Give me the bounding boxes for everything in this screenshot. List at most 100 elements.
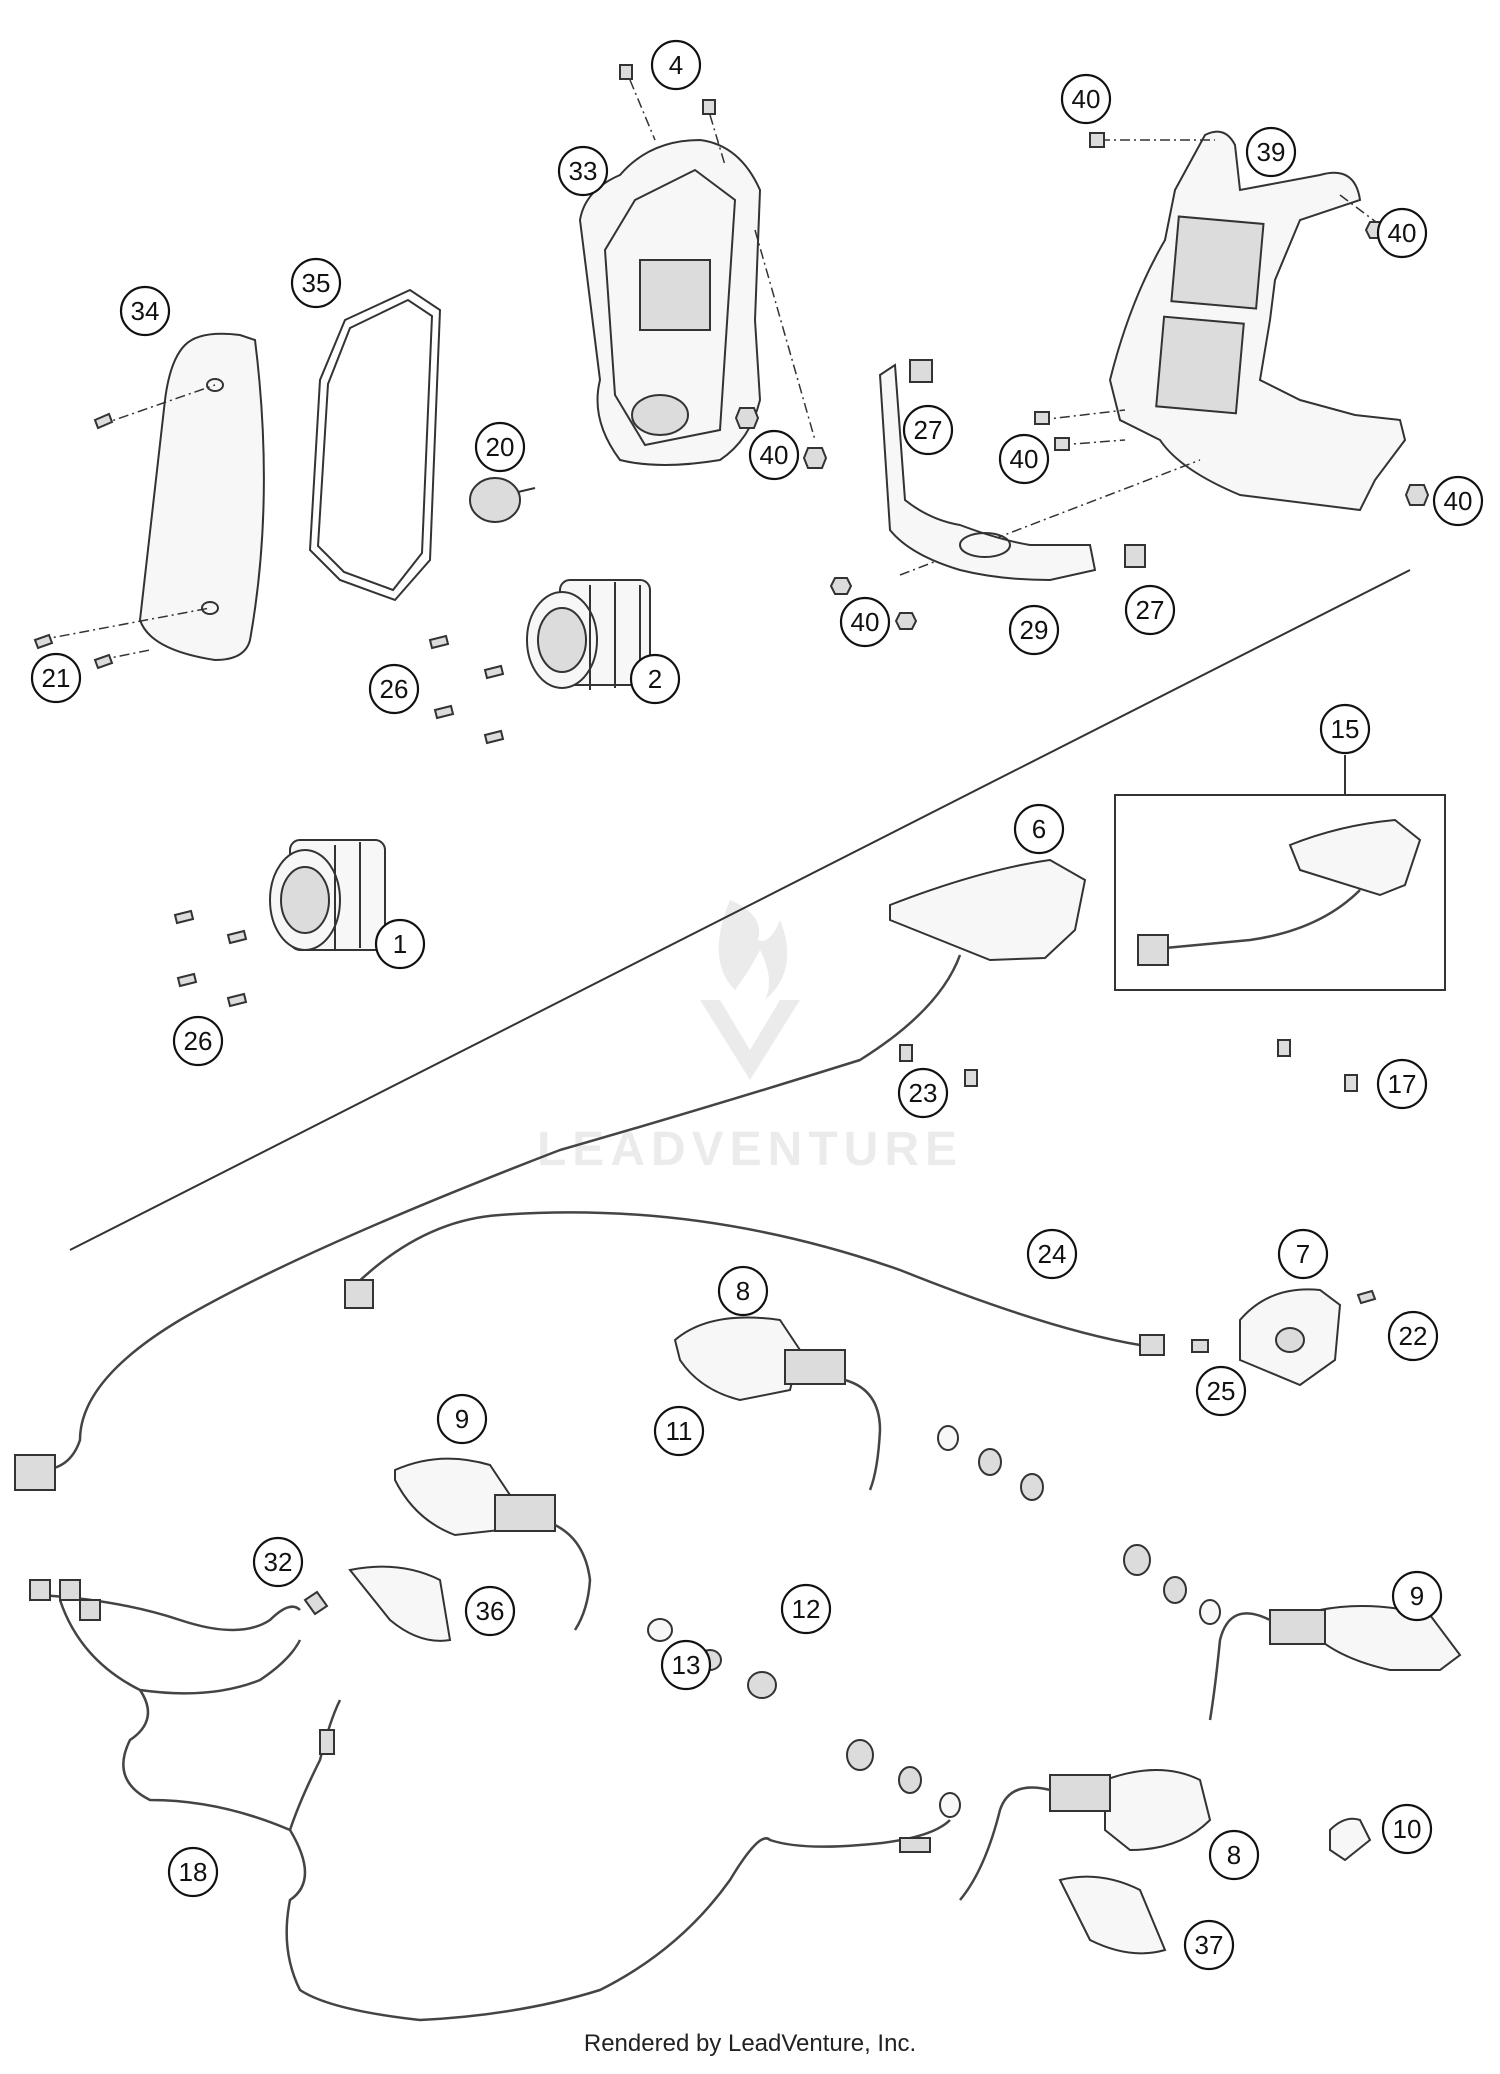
- callout-37: 37: [1183, 1919, 1235, 1971]
- grommet-20-shape: [469, 477, 521, 523]
- wire-8-lower: [959, 1786, 1051, 1901]
- screw-shape: [483, 729, 505, 745]
- clip-27-shape: [909, 359, 933, 383]
- svg-text:24: 24: [1038, 1239, 1067, 1269]
- callout-26: 26: [368, 663, 420, 715]
- harness-connector: [319, 1729, 335, 1755]
- headlight-2-shape: [526, 579, 651, 690]
- svg-text:40: 40: [1388, 218, 1417, 248]
- separator-line-upper: [69, 569, 1411, 1251]
- screw-shape: [1277, 1039, 1291, 1057]
- cable-24: [349, 1211, 1141, 1347]
- harness-18: [39, 1593, 951, 2022]
- v-logo-icon: [700, 1000, 800, 1080]
- screw-axis: [1339, 194, 1381, 226]
- callout-35: 35: [290, 257, 342, 309]
- screw-shape: [173, 909, 195, 925]
- wire-9-left: [554, 1523, 592, 1631]
- screw-shape: [483, 664, 505, 680]
- screw-shape: [226, 929, 248, 945]
- screw-shape: [1054, 437, 1070, 451]
- callout-10: 10: [1381, 1803, 1433, 1855]
- housing-33-inner: [603, 168, 737, 447]
- indicator-9-left-shape: [394, 1457, 512, 1537]
- svg-text:17: 17: [1388, 1069, 1417, 1099]
- callout-32: 32: [252, 1536, 304, 1588]
- fasteners: [647, 1425, 1221, 1818]
- svg-text:10: 10: [1393, 1814, 1422, 1844]
- svg-text:32: 32: [264, 1547, 293, 1577]
- svg-text:26: 26: [184, 1026, 213, 1056]
- callout-15: 15: [1319, 703, 1371, 755]
- svg-text:15: 15: [1331, 714, 1360, 744]
- screw-axis: [1059, 439, 1126, 446]
- svg-text:35: 35: [302, 268, 331, 298]
- screw-shape: [702, 99, 716, 115]
- callout-40: 40: [839, 596, 891, 648]
- callout-9: 9: [436, 1393, 488, 1445]
- callout-40: 40: [748, 429, 800, 481]
- box-15-frame: [1114, 794, 1446, 991]
- screw-shape: [1356, 1289, 1377, 1305]
- housing-33-socket: [631, 394, 689, 436]
- screw-shape: [428, 634, 450, 650]
- svg-text:27: 27: [914, 415, 943, 445]
- indicator-8-upper-shape: [673, 1316, 802, 1402]
- callout-34: 34: [119, 285, 171, 337]
- callout-8: 8: [1208, 1829, 1260, 1881]
- harness-connector: [29, 1579, 51, 1601]
- flame-logo-icon: [718, 900, 788, 1000]
- cover-34-hole: [206, 378, 224, 392]
- svg-text:23: 23: [909, 1078, 938, 1108]
- bracket-39-shape: [1108, 130, 1407, 512]
- callout-36: 36: [464, 1585, 516, 1637]
- bulb-25-shape: [1191, 1339, 1209, 1353]
- svg-text:21: 21: [42, 663, 71, 693]
- indicator-9-right-stem: [1269, 1609, 1326, 1645]
- connector-shape: [14, 1454, 56, 1491]
- callout-27: 27: [902, 404, 954, 456]
- plate-29-shape: [878, 363, 1097, 582]
- cover-34-shape: [138, 332, 265, 662]
- callout-9: 9: [1391, 1570, 1443, 1622]
- indicator-8-upper-stem: [784, 1349, 846, 1385]
- harness-connector: [59, 1579, 81, 1601]
- svg-text:26: 26: [380, 674, 409, 704]
- cover-34-hole-2: [201, 601, 219, 615]
- screw-shape: [433, 704, 455, 720]
- svg-text:29: 29: [1020, 615, 1049, 645]
- harness-connector: [899, 1837, 931, 1853]
- callout-40: 40: [1432, 475, 1484, 527]
- svg-text:8: 8: [1227, 1840, 1241, 1870]
- bracket-39-window-lower: [1155, 315, 1245, 415]
- svg-text:40: 40: [1444, 486, 1473, 516]
- callout-40: 40: [998, 433, 1050, 485]
- nut-shape: [734, 407, 760, 429]
- callout-22: 22: [1387, 1310, 1439, 1362]
- screw-axis: [39, 607, 211, 641]
- callout-39: 39: [1245, 126, 1297, 178]
- watermark: LEADVENTURE: [537, 900, 963, 1176]
- svg-text:12: 12: [792, 1594, 821, 1624]
- svg-text:8: 8: [736, 1276, 750, 1306]
- callout-4: 4: [650, 39, 702, 91]
- nut-shape: [894, 612, 918, 630]
- svg-text:36: 36: [476, 1596, 505, 1626]
- svg-text:37: 37: [1195, 1930, 1224, 1960]
- svg-text:34: 34: [131, 296, 160, 326]
- watermark-text: LEADVENTURE: [537, 1123, 963, 1176]
- screw-axis: [1039, 409, 1126, 421]
- callout-40: 40: [1060, 73, 1112, 125]
- screw-shape: [1089, 132, 1105, 148]
- callout-12: 12: [780, 1583, 832, 1635]
- nut-shape: [1404, 484, 1430, 506]
- indicator-8-lower-shape: [1104, 1769, 1212, 1852]
- callout-27: 27: [1124, 584, 1176, 636]
- callout-21: 21: [30, 652, 82, 704]
- lens-37-shape: [1058, 1875, 1167, 1955]
- screw-shape: [176, 972, 198, 988]
- svg-text:27: 27: [1136, 595, 1165, 625]
- screw-axis: [899, 459, 1201, 576]
- callout-8: 8: [717, 1265, 769, 1317]
- bulb-32-shape: [303, 1590, 329, 1616]
